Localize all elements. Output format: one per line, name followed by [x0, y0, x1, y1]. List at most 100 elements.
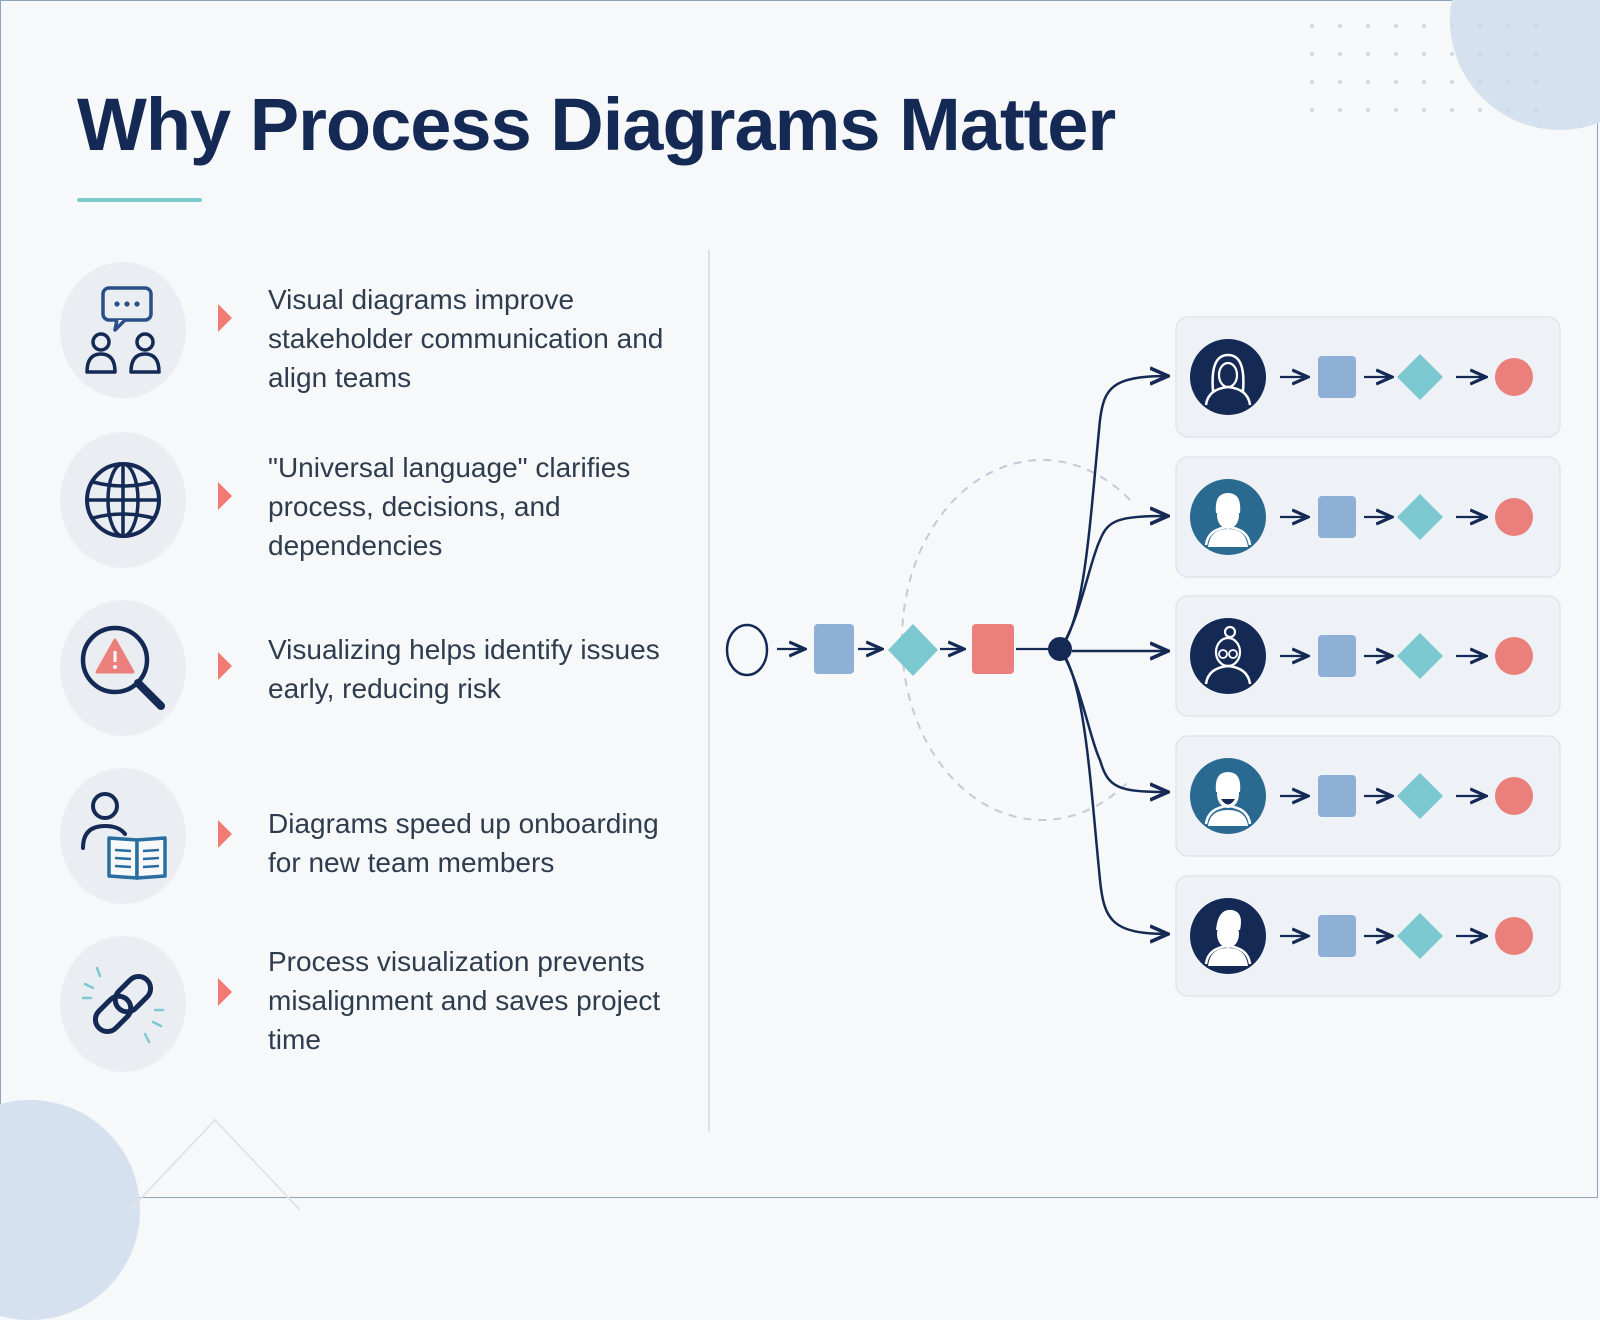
avatar-face — [1217, 501, 1239, 529]
decorative-dot — [1366, 80, 1370, 84]
page-title: Why Process Diagrams Matter — [77, 83, 1116, 166]
avatar-circle — [1190, 618, 1266, 694]
decorative-dot — [1534, 80, 1538, 84]
avatar-circle — [1190, 339, 1266, 415]
avatar-face — [1217, 361, 1239, 389]
pointer-icon — [218, 482, 232, 510]
task-shape — [1318, 915, 1356, 957]
avatar-glasses-left — [1218, 649, 1228, 659]
avatar-face — [1217, 920, 1239, 948]
pointer-icon — [218, 978, 232, 1006]
end-event — [1495, 637, 1533, 675]
end-event — [1495, 917, 1533, 955]
task-shape — [814, 624, 854, 674]
decorative-dot — [1506, 108, 1510, 112]
decorative-dot — [1338, 24, 1342, 28]
avatar-beard — [1221, 799, 1235, 805]
decorative-dot — [1478, 24, 1482, 28]
title-underline — [77, 198, 202, 202]
decorative-dot — [1534, 108, 1538, 112]
benefit-text: Diagrams speed up onboarding for new tea… — [268, 808, 659, 878]
decorative-dot — [1394, 108, 1398, 112]
start-event — [725, 623, 769, 677]
process-diagram — [725, 316, 1561, 997]
onboarding-book-icon — [81, 792, 167, 880]
swimlane-row — [1175, 316, 1561, 438]
benefit-item: Visualizing helps identify issues early,… — [60, 600, 700, 740]
man-avatar-icon — [1190, 479, 1266, 555]
benefit-text: Visualizing helps identify issues early,… — [268, 634, 660, 704]
end-event — [1495, 777, 1533, 815]
branch-connector — [1059, 648, 1168, 934]
icon-badge — [60, 936, 186, 1072]
benefit-text: Visual diagrams improve stakeholder comm… — [268, 284, 664, 393]
task-shape — [1318, 496, 1356, 538]
branch-connector — [1058, 516, 1168, 650]
link-icon — [81, 966, 165, 1044]
woman-avatar-icon — [1190, 339, 1266, 415]
globe-icon — [85, 462, 161, 538]
task-shape — [1318, 775, 1356, 817]
end-task-shape — [972, 624, 1014, 674]
branch-connector — [1058, 648, 1168, 792]
decorative-dot — [1310, 80, 1314, 84]
decorative-dot — [1534, 24, 1538, 28]
decorative-dot — [1478, 108, 1482, 112]
decorative-dot — [1506, 80, 1510, 84]
decorative-dot — [1506, 52, 1510, 56]
decorative-dot — [1450, 24, 1454, 28]
branch-connector — [1059, 376, 1168, 650]
avatar-glasses-right — [1228, 649, 1238, 659]
decorative-dot — [1422, 108, 1426, 112]
avatar-face — [1214, 636, 1242, 668]
avatar-body — [1208, 810, 1248, 826]
decorative-dot — [1506, 24, 1510, 28]
swimlane-row — [1175, 735, 1561, 857]
column-divider — [708, 250, 710, 1132]
avatar-body — [1208, 948, 1248, 966]
decorative-dot — [1338, 52, 1342, 56]
decorative-dot — [1450, 80, 1454, 84]
decorative-dot — [1534, 52, 1538, 56]
decorative-dot — [1366, 108, 1370, 112]
dashed-focus-ring — [901, 459, 1131, 821]
decorative-triangle — [130, 1118, 300, 1210]
decorative-dot — [1366, 52, 1370, 56]
benefit-item: Diagrams speed up onboarding for new tea… — [60, 768, 700, 908]
task-shape — [1318, 635, 1356, 677]
woman-glasses-avatar-icon — [1190, 618, 1266, 694]
decorative-dot — [1450, 52, 1454, 56]
decorative-dot — [1338, 108, 1342, 112]
decision-shape — [1397, 354, 1443, 400]
swimlane-row — [1175, 875, 1561, 997]
decorative-dot — [1366, 24, 1370, 28]
decorative-dot — [1338, 80, 1342, 84]
decision-shape — [1397, 494, 1443, 540]
icon-badge — [60, 262, 186, 398]
man-quiff-avatar-icon — [1190, 898, 1266, 974]
avatar-hair — [1211, 353, 1245, 392]
decorative-dot — [1450, 108, 1454, 112]
task-shape — [1318, 356, 1356, 398]
icon-badge — [60, 432, 186, 568]
avatar-body — [1208, 529, 1248, 547]
benefit-item: Visual diagrams improve stakeholder comm… — [60, 262, 700, 402]
avatar-hair-bun — [1223, 625, 1237, 639]
decision-shape — [1397, 633, 1443, 679]
decision-shape — [1397, 913, 1443, 959]
decorative-dot — [1310, 52, 1314, 56]
benefit-text: Process visualization prevents misalignm… — [268, 946, 661, 1055]
icon-badge — [60, 768, 186, 904]
decision-shape — [1397, 773, 1443, 819]
end-event — [1495, 358, 1533, 396]
decorative-dot — [1422, 52, 1426, 56]
decorative-dot — [1422, 24, 1426, 28]
benefit-item: "Universal language" clarifies process, … — [60, 432, 700, 572]
decorative-dot — [1422, 80, 1426, 84]
decorative-dot — [1310, 24, 1314, 28]
man-beard-avatar-icon — [1190, 758, 1266, 834]
decorative-dot — [1478, 52, 1482, 56]
decorative-dot-grid — [1310, 24, 1560, 142]
end-event — [1495, 498, 1533, 536]
decorative-dot — [1310, 108, 1314, 112]
